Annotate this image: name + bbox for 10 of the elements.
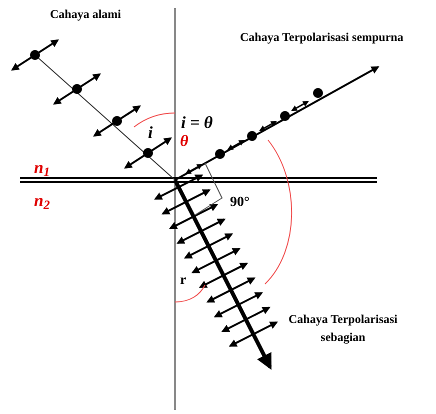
caption-text: Cahaya Terpolarisasi sebagian (287, 311, 399, 346)
angle-label: 90° (230, 194, 250, 212)
angle-label: θ (180, 132, 188, 152)
angle-label: r (180, 272, 186, 290)
medium-label: n$_{1}$ (34, 157, 50, 180)
caption-text: Cahaya alami (50, 6, 122, 23)
caption-text: Cahaya Terpolarisasi sempurna (240, 29, 404, 46)
angle-label: i (148, 122, 153, 144)
equation-label: i = θ (181, 112, 213, 134)
medium-label: n$_{2}$ (34, 190, 50, 214)
